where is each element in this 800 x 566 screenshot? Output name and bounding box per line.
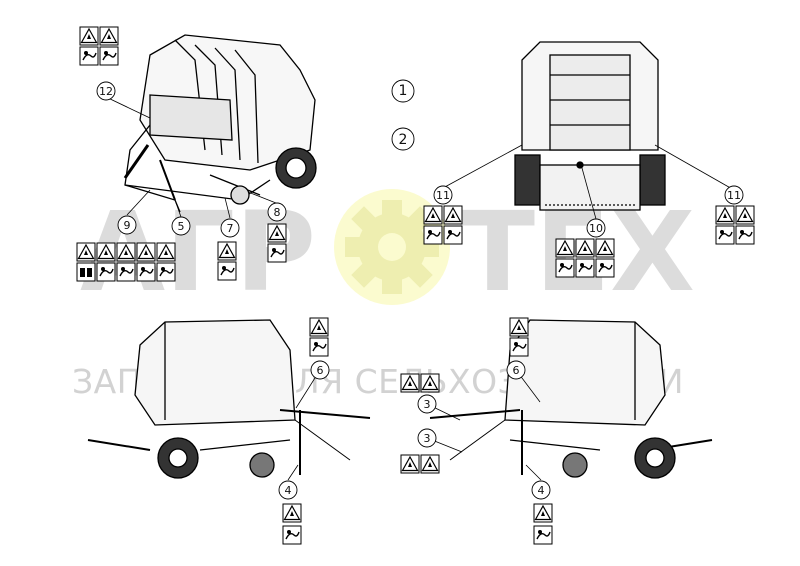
rotating-parts-icon [116, 262, 136, 282]
svg-text:8: 8 [274, 206, 281, 219]
warning-triangle-icon [156, 242, 176, 262]
svg-text:9: 9 [124, 219, 131, 232]
callout-11-right: 11 [724, 185, 744, 205]
sticker-group-11-right [715, 205, 755, 245]
warning-triangle-icon [575, 238, 595, 258]
callout-4-right: 4 [531, 480, 551, 500]
callout-2: 2 [391, 127, 415, 151]
hand-crush-icon [156, 262, 176, 282]
hand-crush-icon [555, 258, 575, 278]
baler-right-side-view [429, 319, 713, 479]
svg-text:4: 4 [285, 484, 292, 497]
foot-crush-icon [595, 258, 615, 278]
sticker-group-4-right [533, 503, 553, 545]
warning-triangle-icon [309, 317, 329, 337]
svg-text:10: 10 [589, 222, 603, 235]
baler-left-side-view [87, 319, 371, 479]
warning-triangle-icon [595, 238, 615, 258]
callout-3-top: 3 [417, 394, 437, 414]
sticker-group-6-left [309, 317, 329, 357]
rotating-parts-icon [99, 46, 119, 66]
warning-triangle-icon [79, 26, 99, 46]
svg-text:12: 12 [99, 85, 113, 98]
callout-6-right: 6 [506, 360, 526, 380]
svg-text:1: 1 [399, 83, 408, 99]
warning-triangle-icon [509, 317, 529, 337]
callout-3-bottom: 3 [417, 428, 437, 448]
svg-text:2: 2 [399, 132, 408, 148]
svg-text:4: 4 [538, 484, 545, 497]
warning-triangle-icon [267, 223, 287, 243]
warning-triangle-icon [76, 242, 96, 262]
rotating-parts-icon [217, 261, 237, 281]
sticker-group-4-left [282, 503, 302, 545]
svg-text:3: 3 [424, 398, 431, 411]
warning-triangle-icon [735, 205, 755, 225]
hand-crush-icon [715, 225, 735, 245]
rotating-parts-icon [309, 337, 329, 357]
callout-1: 1 [391, 79, 415, 103]
gear-icon [334, 189, 450, 305]
sticker-group-3-bottom [400, 454, 440, 474]
warning-triangle-icon [443, 205, 463, 225]
warning-triangle-icon [423, 205, 443, 225]
hand-crush-icon [79, 46, 99, 66]
svg-text:6: 6 [317, 364, 324, 377]
callout-12: 12 [96, 81, 116, 101]
warning-triangle-icon [99, 26, 119, 46]
rotating-parts-icon [509, 337, 529, 357]
warning-triangle-icon [136, 242, 156, 262]
callout-5: 5 [171, 216, 191, 236]
warning-triangle-icon [533, 503, 553, 523]
svg-text:5: 5 [178, 220, 185, 233]
rotating-parts-icon [575, 258, 595, 278]
svg-text:6: 6 [513, 364, 520, 377]
warning-triangle-icon [555, 238, 575, 258]
foot-crush-icon [533, 525, 553, 545]
warning-triangle-icon [715, 205, 735, 225]
warning-triangle-icon [282, 503, 302, 523]
baler-rear-view [514, 41, 666, 211]
warning-triangle-icon [116, 242, 136, 262]
foot-crush-icon [282, 525, 302, 545]
callout-4-left: 4 [278, 480, 298, 500]
rotating-parts-icon [735, 225, 755, 245]
warning-triangle-icon [400, 373, 420, 393]
svg-text:7: 7 [227, 222, 234, 235]
warning-triangle-icon [217, 241, 237, 261]
svg-text:11: 11 [436, 189, 450, 202]
baler-perspective-front [123, 34, 317, 213]
callout-8: 8 [267, 202, 287, 222]
warning-triangle-icon [400, 454, 420, 474]
warning-triangle-icon [420, 454, 440, 474]
sticker-group-12 [79, 26, 119, 66]
callout-9: 9 [117, 215, 137, 235]
rotating-parts-icon [443, 225, 463, 245]
callout-11-left: 11 [433, 185, 453, 205]
hand-crush-icon [423, 225, 443, 245]
hand-crush-icon [267, 243, 287, 263]
read-manual-icon [76, 262, 96, 282]
svg-text:11: 11 [727, 189, 741, 202]
callout-7: 7 [220, 218, 240, 238]
warning-triangle-icon [96, 242, 116, 262]
svg-text:3: 3 [424, 432, 431, 445]
callout-6-left: 6 [310, 360, 330, 380]
foot-crush-icon [136, 262, 156, 282]
warning-triangle-icon [420, 373, 440, 393]
callout-10: 10 [586, 218, 606, 238]
hand-crush-icon [96, 262, 116, 282]
